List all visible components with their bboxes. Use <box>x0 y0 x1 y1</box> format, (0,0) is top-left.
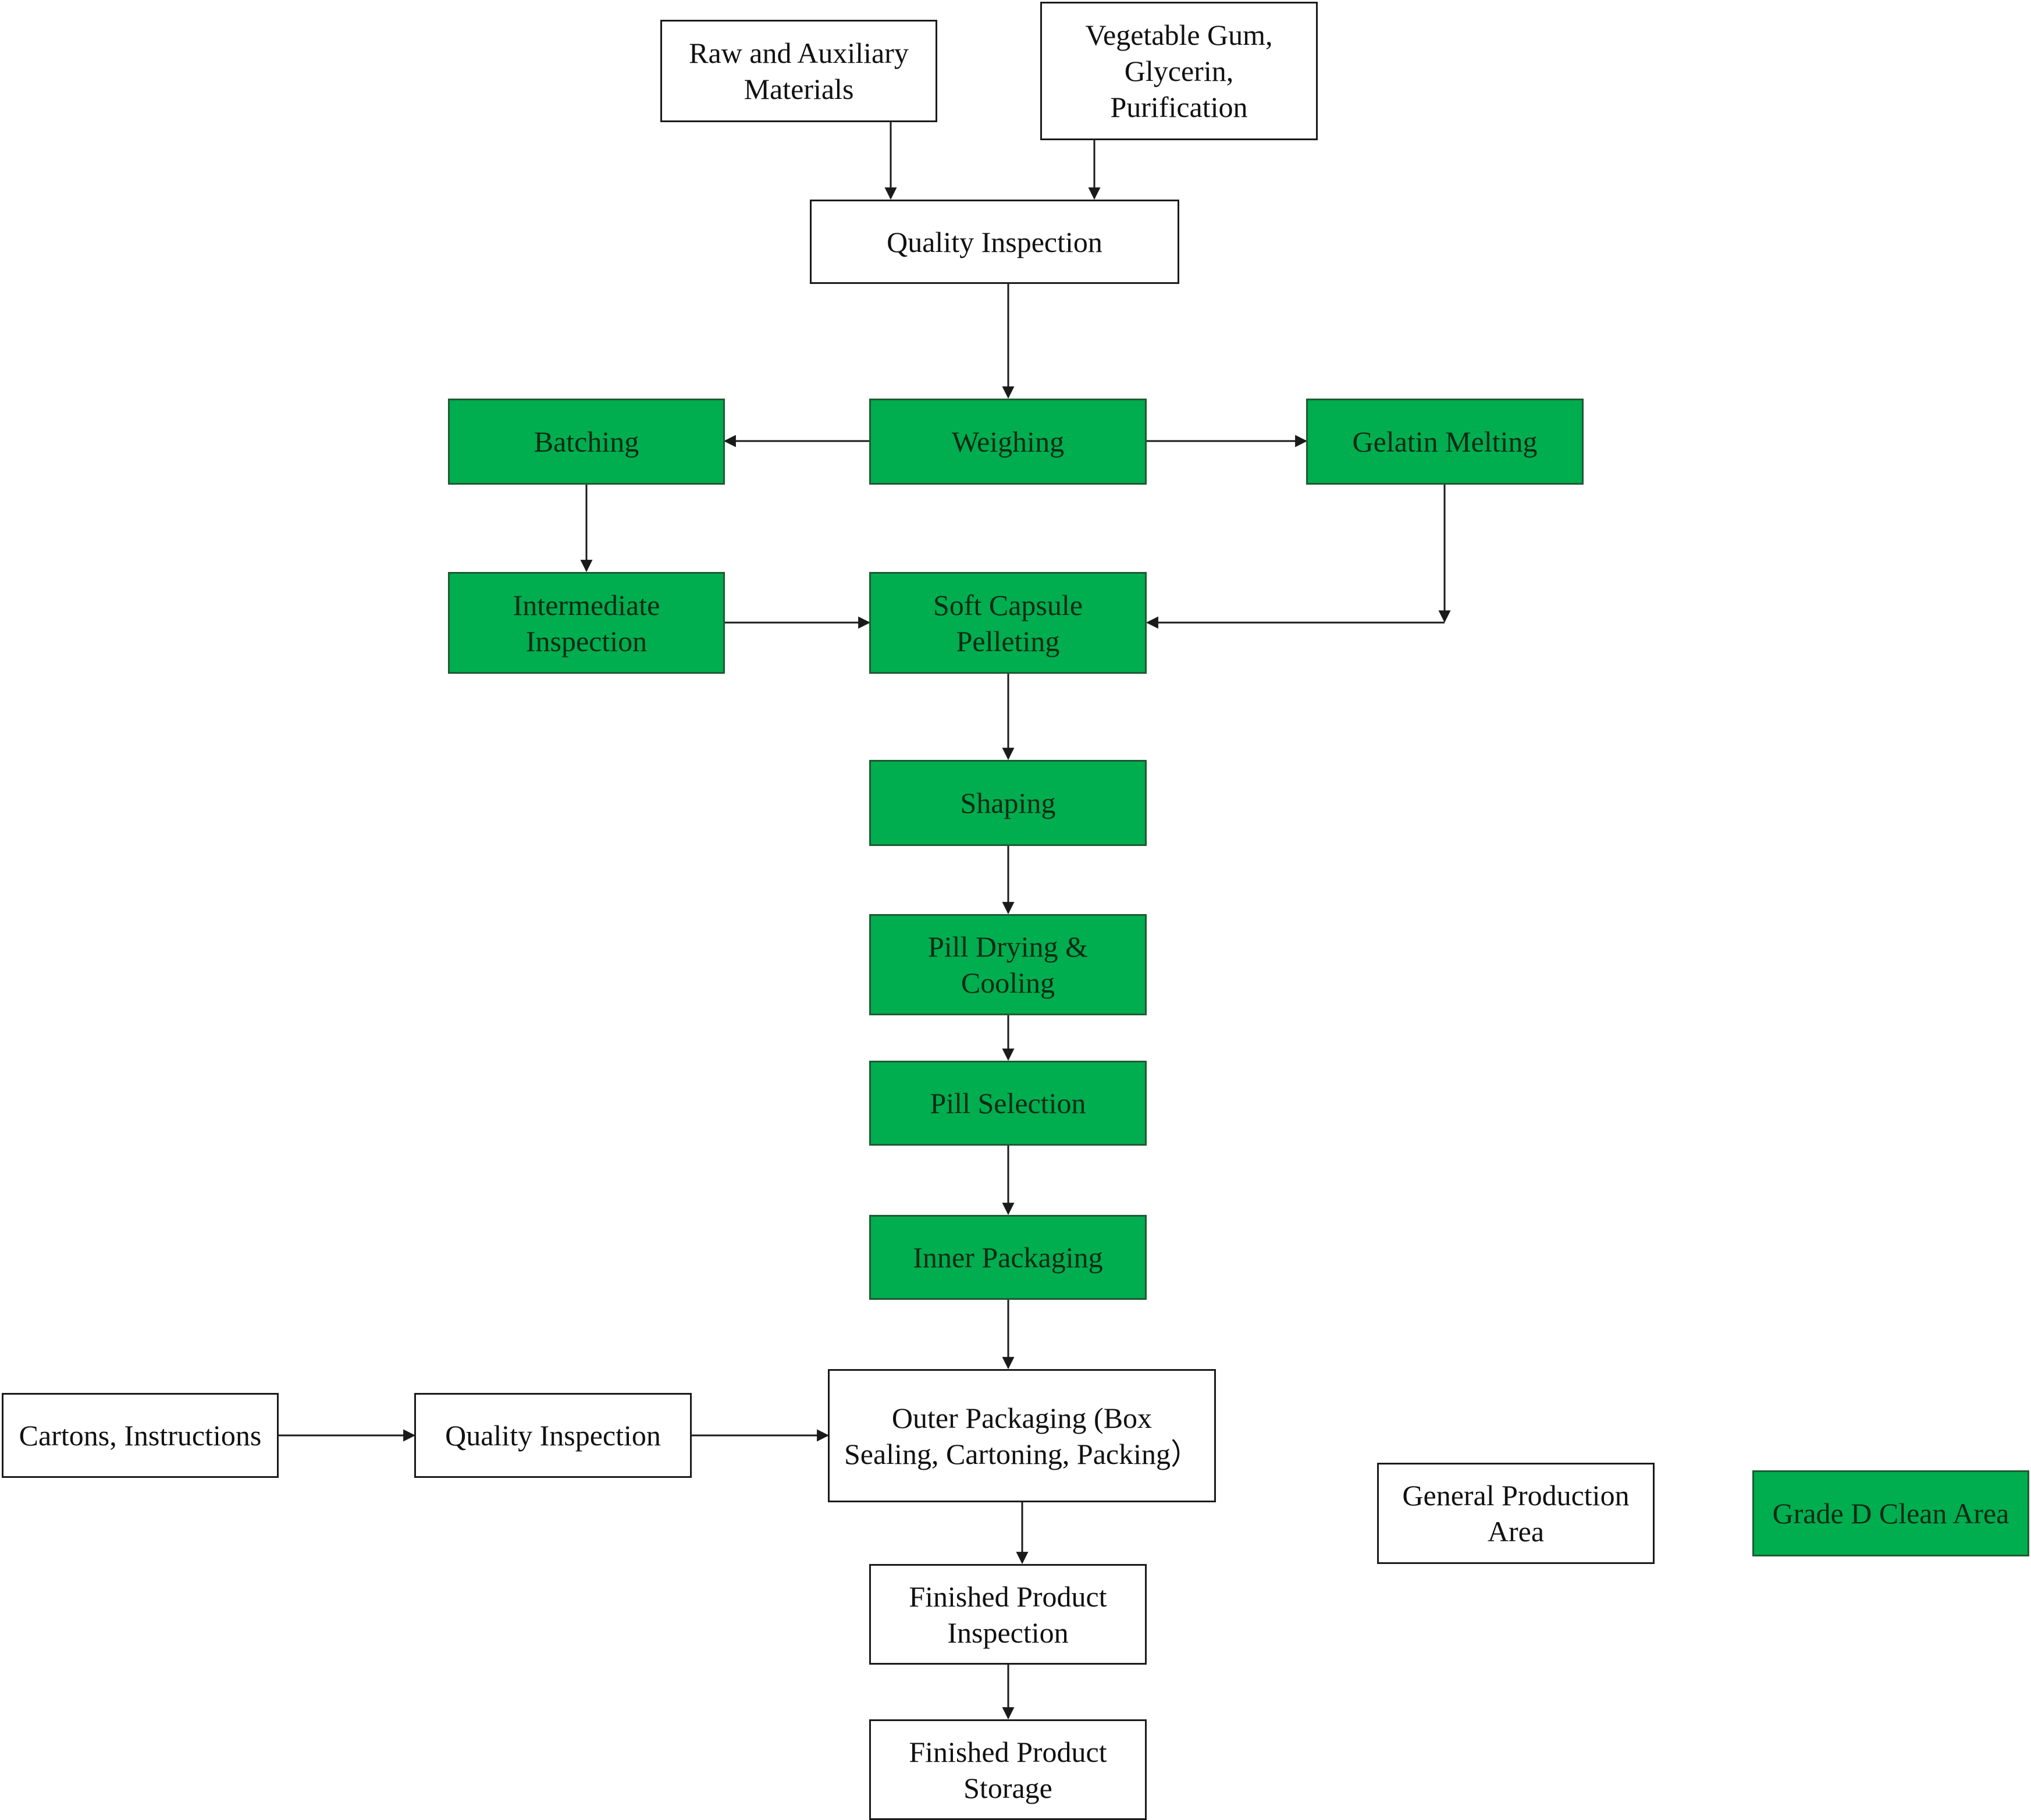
node-quality-inspection-bottom: Quality Inspection <box>414 1393 692 1478</box>
legend-general-production-area: General Production Area <box>1377 1463 1655 1564</box>
node-label: Shaping <box>960 787 1056 819</box>
legend-label: Grade D Clean Area <box>1772 1497 2009 1530</box>
node-soft-capsule-pelleting: Soft Capsule Pelleting <box>869 572 1147 674</box>
node-batching: Batching <box>448 399 725 485</box>
node-label: Finished Product Inspection <box>909 1580 1107 1649</box>
node-label: Intermediate Inspection <box>513 588 660 657</box>
node-quality-inspection-top: Quality Inspection <box>810 200 1179 284</box>
node-label: Raw and Auxiliary Materials <box>689 37 909 105</box>
node-label: Quality Inspection <box>887 225 1102 258</box>
node-label: Outer Packaging (Box Sealing, Cartoning,… <box>844 1401 1200 1470</box>
node-label: Quality Inspection <box>445 1419 661 1452</box>
node-label: Pill Drying & Cooling <box>927 930 1089 999</box>
node-label: Weighing <box>951 425 1065 458</box>
node-weighing: Weighing <box>869 399 1147 485</box>
legend-grade-d-clean-area: Grade D Clean Area <box>1752 1470 2029 1556</box>
node-label: Cartons, Instructions <box>19 1419 262 1452</box>
node-cartons-instructions: Cartons, Instructions <box>2 1393 279 1478</box>
node-finished-product-storage: Finished Product Storage <box>869 1719 1147 1820</box>
node-label: Vegetable Gum, Glycerin, Purification <box>1085 19 1273 123</box>
node-pill-drying-cooling: Pill Drying & Cooling <box>869 914 1147 1015</box>
node-pill-selection: Pill Selection <box>869 1061 1147 1146</box>
node-label: Soft Capsule Pelleting <box>933 588 1083 657</box>
node-label: Finished Product Storage <box>909 1735 1107 1804</box>
node-inner-packaging: Inner Packaging <box>869 1215 1147 1300</box>
node-label: Gelatin Melting <box>1352 425 1538 458</box>
node-intermediate-inspection: Intermediate Inspection <box>448 572 725 674</box>
node-label: Inner Packaging <box>913 1241 1103 1274</box>
node-finished-product-inspection: Finished Product Inspection <box>869 1564 1147 1665</box>
legend-label: General Production Area <box>1402 1479 1630 1548</box>
node-gelatin-melting: Gelatin Melting <box>1306 399 1584 485</box>
node-label: Pill Selection <box>930 1087 1086 1119</box>
node-raw-and-auxiliary-materials: Raw and Auxiliary Materials <box>660 20 937 122</box>
node-outer-packaging: Outer Packaging (Box Sealing, Cartoning,… <box>828 1369 1216 1502</box>
node-shaping: Shaping <box>869 760 1147 846</box>
node-vegetable-gum-glycerin-purification: Vegetable Gum, Glycerin, Purification <box>1040 2 1318 140</box>
node-label: Batching <box>533 425 639 458</box>
